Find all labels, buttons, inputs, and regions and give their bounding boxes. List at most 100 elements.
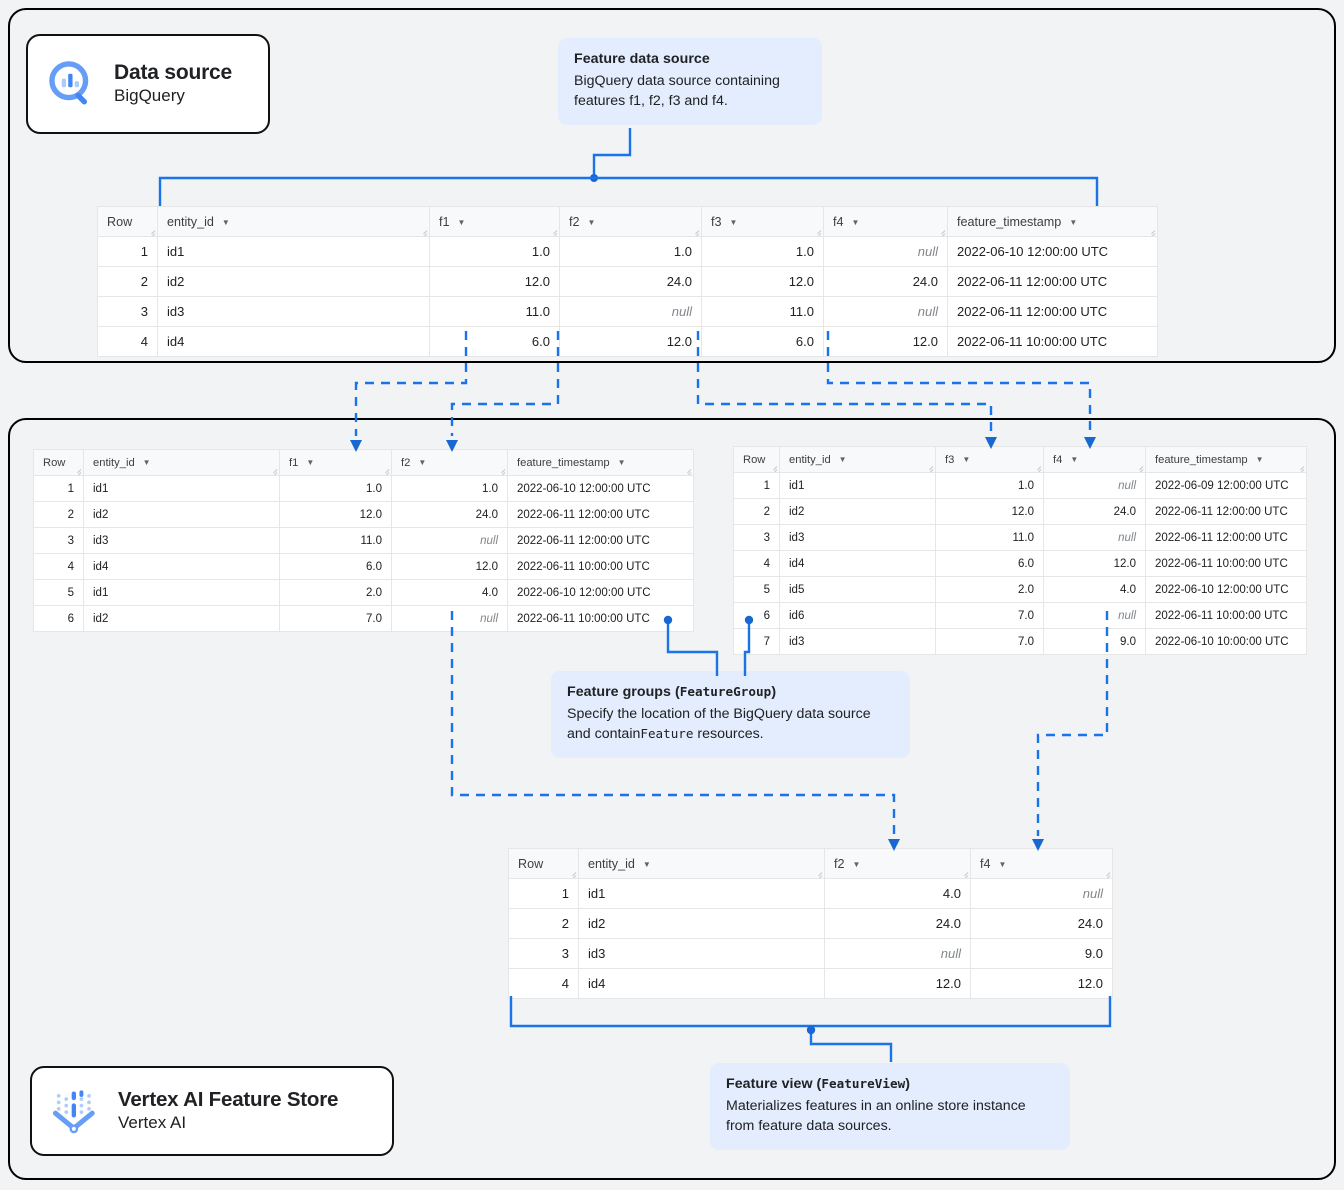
cell-entity_id: id2 xyxy=(157,266,430,297)
column-resize-grip[interactable] xyxy=(769,463,777,471)
cell-Row: 3 xyxy=(33,527,84,554)
chevron-down-icon[interactable]: ▼ xyxy=(457,217,466,227)
column-header-entity_id[interactable]: entity_id▼ xyxy=(83,449,280,476)
column-resize-grip[interactable] xyxy=(1135,463,1143,471)
column-header-f4[interactable]: f4▼ xyxy=(1043,446,1146,473)
column-header-f1[interactable]: f1▼ xyxy=(279,449,392,476)
callout-fv-title-close: ) xyxy=(905,1076,911,1092)
column-resize-grip[interactable] xyxy=(497,466,505,474)
column-resize-grip[interactable] xyxy=(1147,227,1155,235)
column-resize-grip[interactable] xyxy=(937,227,945,235)
cell-Row: 7 xyxy=(733,628,780,655)
column-resize-grip[interactable] xyxy=(691,227,699,235)
chevron-down-icon[interactable]: ▼ xyxy=(838,454,847,464)
column-header-f2[interactable]: f2▼ xyxy=(391,449,508,476)
cell-f4: 9.0 xyxy=(1043,628,1146,655)
column-resize-grip[interactable] xyxy=(814,869,822,877)
column-header-entity_id[interactable]: entity_id▼ xyxy=(779,446,936,473)
cell-feature_timestamp: 2022-06-10 12:00:00 UTC xyxy=(1145,576,1307,603)
column-resize-grip[interactable] xyxy=(683,466,691,474)
column-header-feature_timestamp[interactable]: feature_timestamp▼ xyxy=(1145,446,1307,473)
column-resize-grip[interactable] xyxy=(381,466,389,474)
chevron-down-icon[interactable]: ▼ xyxy=(617,457,626,467)
callout-fg-title-mono: FeatureGroup xyxy=(679,684,772,699)
column-header-Row[interactable]: Row xyxy=(733,446,780,473)
chevron-down-icon[interactable]: ▼ xyxy=(587,217,596,227)
chevron-down-icon[interactable]: ▼ xyxy=(418,457,427,467)
cell-f3: 12.0 xyxy=(701,266,824,297)
column-header-Row[interactable]: Row xyxy=(33,449,84,476)
column-resize-grip[interactable] xyxy=(960,869,968,877)
chevron-down-icon[interactable]: ▼ xyxy=(1070,454,1079,464)
column-header-f3[interactable]: f3▼ xyxy=(935,446,1044,473)
column-resize-grip[interactable] xyxy=(269,466,277,474)
column-resize-grip[interactable] xyxy=(1296,463,1304,471)
column-resize-grip[interactable] xyxy=(568,869,576,877)
column-header-f4[interactable]: f4▼ xyxy=(823,206,948,237)
column-header-entity_id[interactable]: entity_id▼ xyxy=(157,206,430,237)
cell-Row: 4 xyxy=(33,553,84,580)
column-resize-grip[interactable] xyxy=(73,466,81,474)
chevron-down-icon[interactable]: ▼ xyxy=(852,859,861,869)
chevron-down-icon[interactable]: ▼ xyxy=(142,457,151,467)
chevron-down-icon[interactable]: ▼ xyxy=(962,454,971,464)
cell-f4: null xyxy=(823,296,948,327)
column-header-f4[interactable]: f4▼ xyxy=(970,848,1113,879)
column-header-feature_timestamp[interactable]: feature_timestamp▼ xyxy=(947,206,1158,237)
column-header-feature_timestamp[interactable]: feature_timestamp▼ xyxy=(507,449,694,476)
column-header-Row[interactable]: Row xyxy=(508,848,579,879)
chevron-down-icon[interactable]: ▼ xyxy=(306,457,315,467)
column-header-Row[interactable]: Row xyxy=(97,206,158,237)
chevron-down-icon[interactable]: ▼ xyxy=(221,217,230,227)
column-resize-grip[interactable] xyxy=(813,227,821,235)
chevron-down-icon[interactable]: ▼ xyxy=(1255,454,1264,464)
chevron-down-icon[interactable]: ▼ xyxy=(851,217,860,227)
column-resize-grip[interactable] xyxy=(147,227,155,235)
column-resize-grip[interactable] xyxy=(1033,463,1041,471)
column-header-entity_id[interactable]: entity_id▼ xyxy=(578,848,825,879)
cell-Row: 2 xyxy=(33,501,84,528)
chevron-down-icon[interactable]: ▼ xyxy=(642,859,651,869)
chevron-down-icon[interactable]: ▼ xyxy=(1069,217,1078,227)
column-resize-grip[interactable] xyxy=(549,227,557,235)
cell-Row: 3 xyxy=(733,524,780,551)
column-header-f2[interactable]: f2▼ xyxy=(824,848,971,879)
column-resize-grip[interactable] xyxy=(1102,869,1110,877)
callout-fg-body-mono: Feature xyxy=(640,725,694,741)
column-header-f2[interactable]: f2▼ xyxy=(559,206,702,237)
column-header-f1[interactable]: f1▼ xyxy=(429,206,560,237)
cell-entity_id: id3 xyxy=(779,524,936,551)
column-header-f3[interactable]: f3▼ xyxy=(701,206,824,237)
cell-Row: 4 xyxy=(97,326,158,357)
chevron-down-icon[interactable]: ▼ xyxy=(729,217,738,227)
column-resize-grip[interactable] xyxy=(925,463,933,471)
data-source-card-title: Data source xyxy=(114,60,233,84)
chevron-down-icon[interactable]: ▼ xyxy=(998,859,1007,869)
column-resize-grip[interactable] xyxy=(419,227,427,235)
